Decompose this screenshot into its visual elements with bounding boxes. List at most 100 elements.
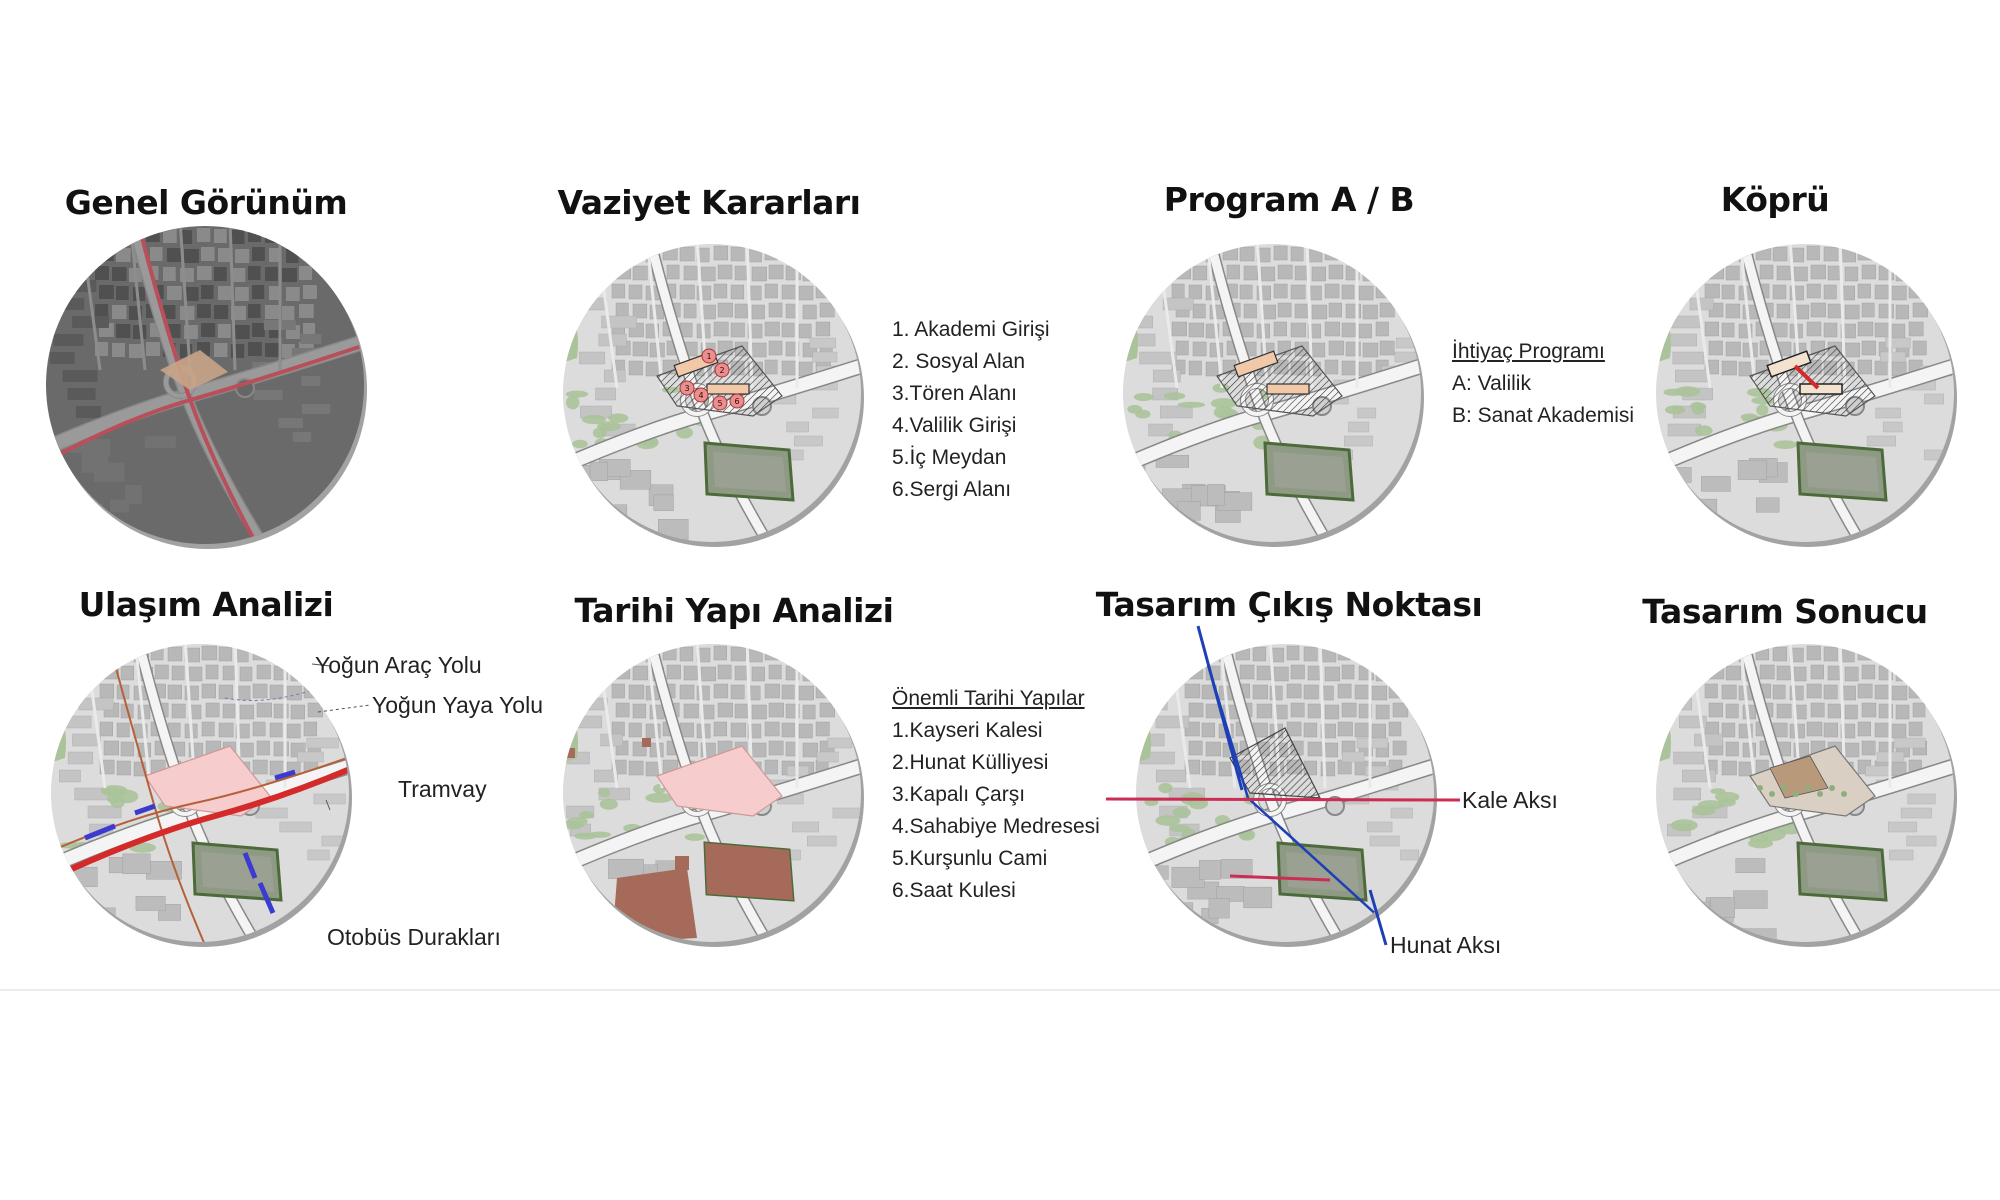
city-block (1311, 304, 1328, 320)
city-block (286, 723, 301, 739)
city-block (1725, 665, 1741, 681)
building-akademi (1266, 383, 1310, 395)
city-block (99, 285, 114, 299)
bus-stop (257, 882, 276, 914)
city-block (1192, 265, 1208, 281)
project-site (160, 350, 228, 390)
city-block (1823, 684, 1838, 700)
marker-label: 5 (717, 399, 722, 408)
city-block (1675, 369, 1709, 383)
city-block (282, 344, 295, 358)
city-block (286, 249, 299, 263)
city-block (1375, 666, 1391, 682)
city-block (1277, 302, 1292, 318)
city-block (611, 645, 626, 661)
city-block (764, 359, 778, 375)
city-block (303, 683, 317, 699)
city-block (1337, 721, 1353, 737)
city-block (1256, 703, 1273, 719)
street (128, 226, 147, 371)
city-block (1379, 340, 1395, 356)
city-block (798, 723, 813, 739)
green-patch (563, 308, 578, 363)
city-block (72, 316, 109, 328)
city-block (1725, 741, 1739, 757)
green-patch (684, 833, 705, 841)
city-block (1345, 303, 1362, 319)
city-block (75, 406, 101, 418)
street (645, 244, 664, 389)
city-block (269, 248, 282, 262)
city-block (1155, 454, 1189, 468)
city-block (1755, 645, 1769, 661)
city-block (713, 721, 727, 737)
city-block (256, 702, 273, 718)
city-block (1286, 683, 1302, 699)
city-block (1874, 646, 1890, 662)
city-block (286, 685, 302, 701)
label-kale-aksi: Kale Aksı (1462, 787, 1558, 813)
title-vaziyet-kararlari: Vaziyet Kararları (557, 183, 861, 222)
city-block (1188, 360, 1202, 376)
city-block (1188, 664, 1204, 680)
city-block (628, 646, 643, 662)
city-block (815, 721, 830, 737)
marker-2 (714, 362, 730, 378)
city-block (265, 343, 279, 357)
city-block (628, 760, 644, 776)
city-block (1908, 683, 1924, 699)
city-block (1793, 266, 1808, 282)
green-patch (597, 421, 621, 432)
city-block (235, 249, 250, 263)
historic-building (565, 748, 575, 758)
city-block (1891, 323, 1906, 339)
city-block (1865, 765, 1893, 777)
city-block (1907, 793, 1936, 805)
city-block (1362, 342, 1379, 358)
city-block (1286, 645, 1300, 661)
city-block (105, 930, 130, 942)
city-block (1344, 435, 1373, 447)
city-block (1243, 303, 1257, 319)
project-site (656, 345, 783, 417)
city-block (1912, 302, 1928, 318)
city-block (180, 230, 193, 244)
city-block (167, 684, 182, 700)
city-block (1912, 340, 1927, 356)
street (133, 644, 152, 789)
city-block (214, 229, 227, 243)
city-block (1844, 704, 1858, 720)
map-tarihi-yapi-analizi (563, 644, 864, 947)
city-block (1123, 463, 1146, 486)
city-block (1252, 684, 1268, 700)
city-block (201, 683, 216, 699)
city-block (764, 683, 780, 699)
city-block (321, 835, 349, 847)
city-block (1806, 721, 1823, 737)
city-block (1375, 321, 1389, 337)
city-block (1682, 769, 1716, 783)
city-block (269, 722, 283, 738)
marker-5 (712, 395, 728, 411)
city-block (595, 387, 616, 401)
green-patch (1665, 405, 1686, 415)
city-block (1205, 741, 1221, 757)
marker-label: 4 (698, 391, 703, 400)
city-block (303, 721, 318, 737)
city-block (1721, 360, 1737, 376)
city-block (1823, 646, 1838, 662)
city-block (700, 266, 716, 282)
city-block (1205, 703, 1221, 719)
green-patch (1163, 392, 1186, 400)
city-block (730, 684, 745, 700)
legend-item: 3.Tören Alanı (892, 382, 1017, 405)
city-block (1704, 283, 1720, 299)
city-block (1324, 704, 1340, 720)
city-block (751, 342, 767, 358)
green-patch (599, 798, 618, 810)
project-site (1216, 345, 1343, 417)
city-block (1895, 704, 1910, 720)
city-block (255, 807, 288, 819)
city-block (1243, 886, 1273, 909)
city-block (1205, 361, 1219, 377)
